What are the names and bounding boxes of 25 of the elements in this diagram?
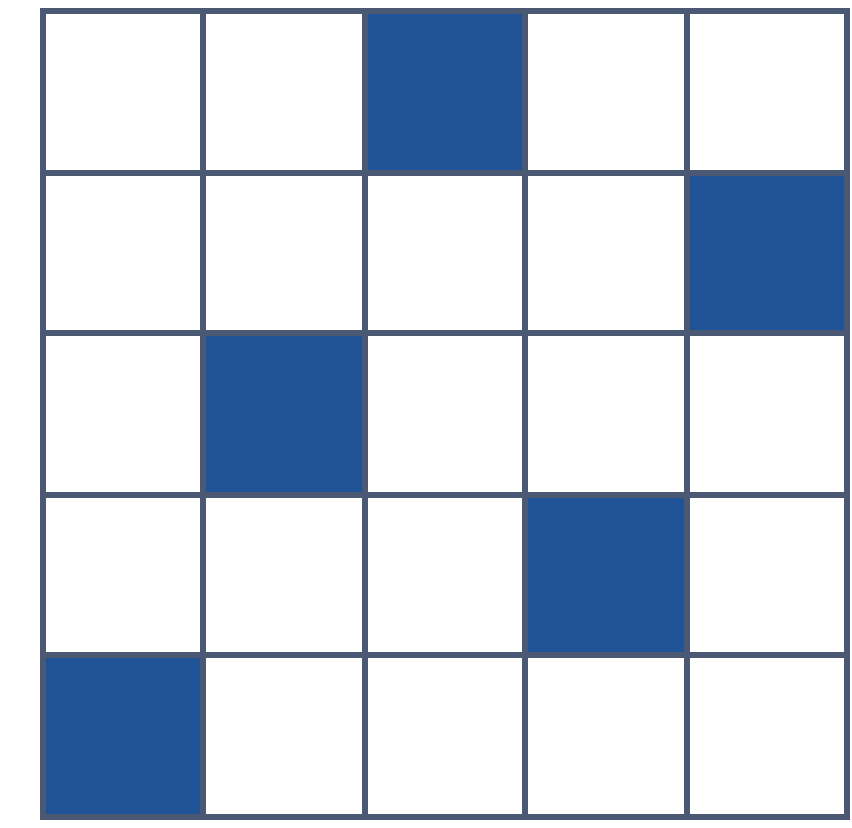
empty-cell bbox=[367, 336, 523, 492]
empty-cell bbox=[206, 658, 362, 814]
filled-cell bbox=[689, 175, 844, 331]
empty-cell bbox=[528, 336, 684, 492]
empty-cell bbox=[689, 497, 844, 653]
empty-cell bbox=[367, 497, 523, 653]
empty-cell bbox=[528, 175, 684, 331]
filled-cell bbox=[367, 14, 523, 170]
filled-cell bbox=[206, 336, 362, 492]
filled-cell bbox=[46, 658, 201, 814]
empty-cell bbox=[689, 14, 844, 170]
empty-cell bbox=[206, 14, 362, 170]
empty-cell bbox=[46, 175, 201, 331]
empty-cell bbox=[528, 658, 684, 814]
filled-cell bbox=[528, 497, 684, 653]
empty-cell bbox=[206, 175, 362, 331]
empty-cell bbox=[689, 658, 844, 814]
empty-cell bbox=[367, 175, 523, 331]
empty-cell bbox=[528, 14, 684, 170]
empty-cell bbox=[367, 658, 523, 814]
empty-cell bbox=[206, 497, 362, 653]
empty-cell bbox=[46, 497, 201, 653]
empty-cell bbox=[46, 14, 201, 170]
empty-cell bbox=[46, 336, 201, 492]
empty-cell bbox=[689, 336, 844, 492]
